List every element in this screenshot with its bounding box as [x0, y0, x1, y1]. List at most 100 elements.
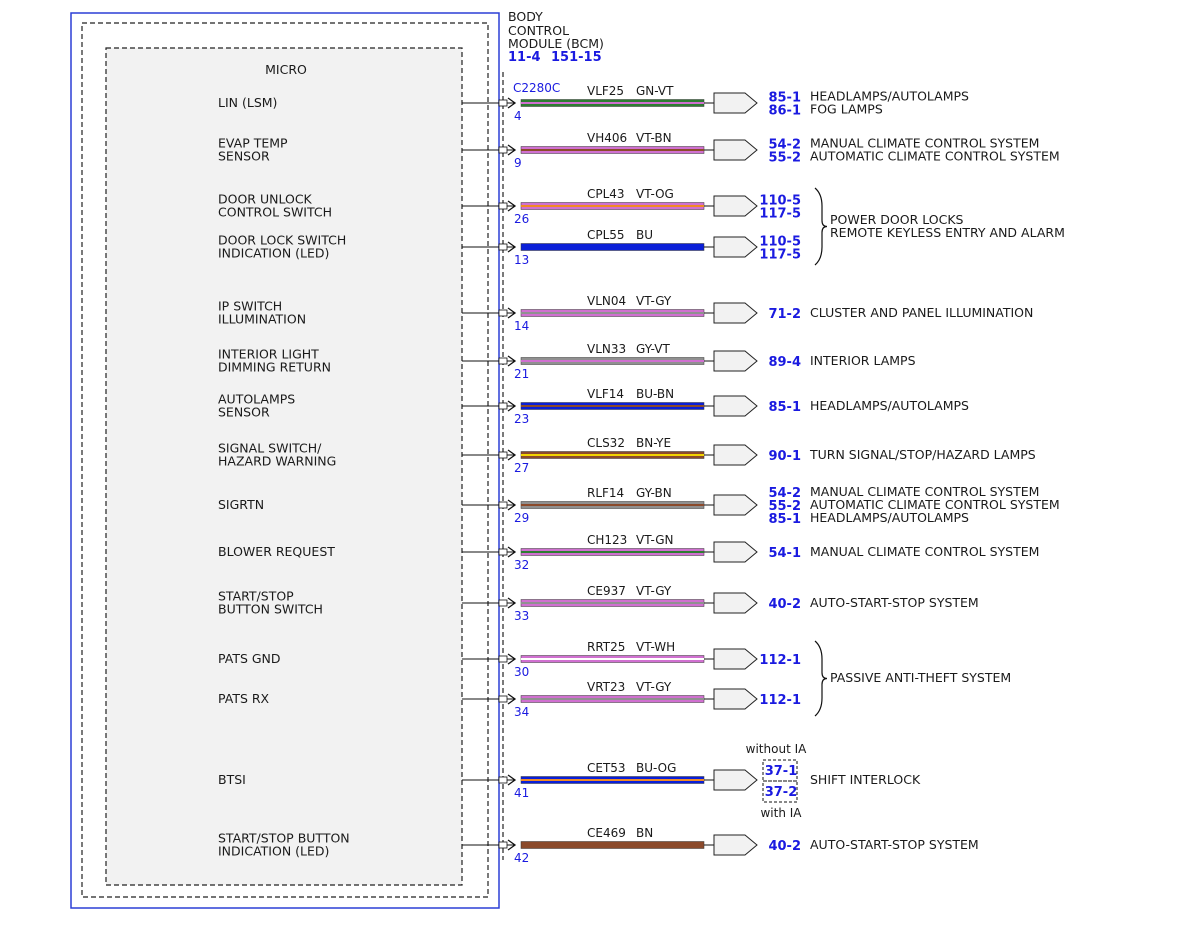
pin-arrow	[507, 546, 517, 558]
wire-id: RLF14	[587, 486, 624, 500]
wire-color-code: VT-GY	[636, 294, 672, 308]
module-ref-2[interactable]: 151-15	[551, 50, 602, 65]
without-ia-label: without IA	[746, 742, 807, 756]
page-ref-link[interactable]: 110-5	[759, 194, 801, 209]
connector-arrow-shape	[713, 834, 758, 856]
destination-label: INTERIOR LAMPS	[810, 353, 916, 368]
page-ref-link[interactable]: 85-1	[768, 91, 801, 106]
page-ref-link[interactable]: 89-4	[768, 355, 801, 370]
pin-number: 14	[514, 319, 529, 333]
signal-name-label: START/STOP BUTTON	[218, 831, 350, 846]
pin-number: 29	[514, 511, 529, 525]
destination-label: MANUAL CLIMATE CONTROL SYSTEM	[810, 544, 1039, 559]
wire[interactable]	[520, 841, 705, 849]
pin-terminal	[498, 451, 508, 459]
wire-id: CLS32	[587, 436, 625, 450]
page-ref-link[interactable]: 40-2	[768, 839, 801, 854]
signal-name-label: PATS RX	[218, 691, 270, 706]
page-ref-link[interactable]: 54-2	[768, 138, 801, 153]
pin-number: 13	[514, 253, 529, 267]
wire-color-code: VT-BN	[636, 131, 672, 145]
signal-name-label: BLOWER REQUEST	[218, 544, 335, 559]
page-ref-link[interactable]: 37-2	[765, 785, 798, 800]
page-ref-link[interactable]: 54-1	[768, 546, 801, 561]
signal-name-label: SIGRTN	[218, 497, 264, 512]
signal-name-label: INDICATION (LED)	[218, 844, 329, 859]
micro-block	[105, 47, 463, 886]
page-ref-link[interactable]: 55-2	[768, 499, 801, 514]
wire-color-code: VT-GY	[636, 680, 672, 694]
pin-arrow	[507, 200, 517, 212]
page-ref-link[interactable]: 112-1	[759, 653, 801, 668]
signal-name-label: INTERIOR LIGHT	[218, 347, 319, 362]
pin-number: 34	[514, 705, 529, 719]
bcm-inner-boundary	[81, 22, 489, 898]
page-ref-link[interactable]: 40-2	[768, 597, 801, 612]
page-ref-link[interactable]: 117-5	[759, 207, 801, 222]
pin-arrow	[507, 144, 517, 156]
pin-number: 23	[514, 412, 529, 426]
connector-arrow-shape	[713, 648, 758, 670]
pin-number: 41	[514, 786, 529, 800]
page-ref-link[interactable]: 37-1	[765, 764, 798, 779]
page-ref-link[interactable]: 112-1	[759, 693, 801, 708]
signal-name-label: BTSI	[218, 772, 246, 787]
signal-name-label: DOOR UNLOCK	[218, 192, 313, 207]
pin-number: 4	[514, 109, 522, 123]
pin-arrow	[507, 307, 517, 319]
connector-arrow-shape	[713, 195, 758, 217]
connector-arrow-shape	[713, 92, 758, 114]
pin-arrow	[507, 400, 517, 412]
page-ref-link[interactable]: 110-5	[759, 235, 801, 250]
connector-arrow-shape	[713, 236, 758, 258]
signal-name-label: ILLUMINATION	[218, 312, 306, 327]
module-ref-1[interactable]: 11-4	[508, 50, 541, 65]
pin-number: 30	[514, 665, 529, 679]
wire[interactable]	[520, 243, 705, 251]
pin-arrow	[507, 499, 517, 511]
connector-id: C2280C	[513, 81, 560, 95]
pin-number: 9	[514, 156, 522, 170]
pin-terminal	[498, 501, 508, 509]
wire-color-code: VT-OG	[636, 187, 674, 201]
page-ref-link[interactable]: 85-1	[768, 512, 801, 527]
signal-name-label: PATS GND	[218, 651, 281, 666]
destination-label: AUTO-START-STOP SYSTEM	[810, 837, 979, 852]
connector-arrow-shape	[713, 302, 758, 324]
pin-number: 27	[514, 461, 529, 475]
wire-color-code: GN-VT	[636, 84, 674, 98]
destination-label: AUTOMATIC CLIMATE CONTROL SYSTEM	[810, 149, 1060, 164]
pin-terminal	[498, 776, 508, 784]
page-ref-link[interactable]: 71-2	[768, 307, 801, 322]
destination-label: AUTO-START-STOP SYSTEM	[810, 595, 979, 610]
wire-color-code: BN-YE	[636, 436, 671, 450]
page-ref-link[interactable]: 54-2	[768, 486, 801, 501]
page-ref-link[interactable]: 85-1	[768, 400, 801, 415]
destination-label: AUTOMATIC CLIMATE CONTROL SYSTEM	[810, 497, 1060, 512]
brace	[814, 640, 828, 717]
wire-color-code: BU	[636, 228, 653, 242]
page-ref-link[interactable]: 86-1	[768, 104, 801, 119]
pin-number: 21	[514, 367, 529, 381]
module-title-line-3: MODULE (BCM)	[508, 36, 604, 51]
page-ref-link[interactable]: 90-1	[768, 449, 801, 464]
signal-name-label: SIGNAL SWITCH/	[218, 441, 322, 456]
signal-name-label: START/STOP	[218, 589, 294, 604]
wire-id: CET53	[587, 761, 626, 775]
page-ref-link[interactable]: 55-2	[768, 151, 801, 166]
wire-id: VLF14	[587, 387, 624, 401]
pin-terminal	[498, 243, 508, 251]
pin-terminal	[498, 841, 508, 849]
wire-color-code: GY-VT	[636, 342, 670, 356]
pin-terminal	[498, 402, 508, 410]
pin-arrow	[507, 449, 517, 461]
connector-arrow-shape	[713, 350, 758, 372]
destination-label: CLUSTER AND PANEL ILLUMINATION	[810, 305, 1033, 320]
page-ref-link[interactable]: 117-5	[759, 248, 801, 263]
